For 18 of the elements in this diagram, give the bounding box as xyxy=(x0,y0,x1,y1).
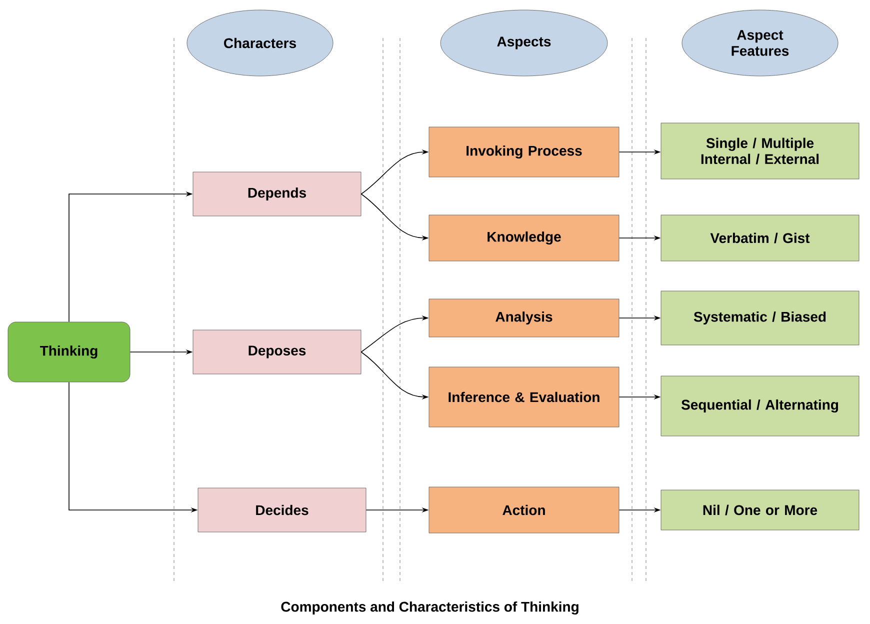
ellipse-label: Aspect Features xyxy=(682,10,838,76)
start-box: Thinking xyxy=(8,322,130,382)
character-box: Depends xyxy=(192,172,362,216)
feature-box: Systematic / Biased xyxy=(660,290,860,346)
ellipse-label: Characters xyxy=(186,10,334,76)
aspect-box: Knowledge xyxy=(428,214,620,262)
aspect-box: Inference & Evaluation xyxy=(428,366,620,428)
aspect-box: Invoking Process xyxy=(428,126,620,178)
feature-box: Sequential / Alternating xyxy=(660,376,860,436)
character-box: Decides xyxy=(198,488,366,532)
ellipse-label: Aspects xyxy=(440,10,608,76)
character-box: Deposes xyxy=(192,330,362,374)
feature-box: Verbatim / Gist xyxy=(660,214,860,262)
feature-box: Nil / One or More xyxy=(660,490,860,530)
aspect-box: Analysis xyxy=(428,298,620,338)
aspect-box: Action xyxy=(428,486,620,534)
caption: Components and Characteristics of Thinking xyxy=(281,601,578,615)
feature-box: Single / Multiple Internal / External xyxy=(660,122,860,180)
